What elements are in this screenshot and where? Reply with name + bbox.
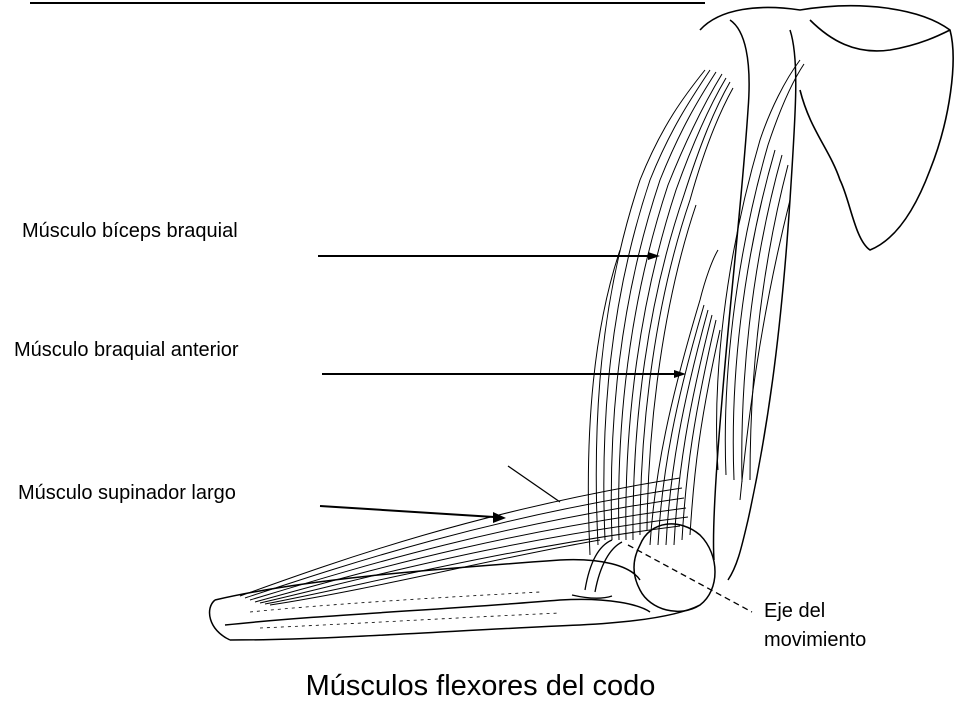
- biceps-label: Músculo bíceps braquial: [22, 219, 238, 243]
- movement-axis-label-line1: Eje del: [764, 597, 866, 626]
- braquial-label: Músculo braquial anterior: [14, 338, 239, 362]
- triceps-muscle: [717, 60, 804, 500]
- movement-axis-dashed-line: [628, 545, 752, 612]
- brachialis-muscle: [650, 250, 720, 545]
- movement-axis-label: Eje del movimiento: [764, 597, 866, 655]
- elbow-tendons: [572, 540, 622, 598]
- figure-caption: Músculos flexores del codo: [0, 669, 961, 703]
- biceps-muscle: [588, 70, 733, 555]
- supinador-leader-line: [320, 506, 494, 517]
- supinator-tick-line: [508, 466, 560, 502]
- forearm-bones: [210, 560, 700, 640]
- supinator-muscle: [240, 478, 688, 605]
- movement-axis-label-line2: movimiento: [764, 626, 866, 655]
- supinador-label: Músculo supinador largo: [18, 481, 236, 505]
- shoulder-outline: [700, 6, 953, 250]
